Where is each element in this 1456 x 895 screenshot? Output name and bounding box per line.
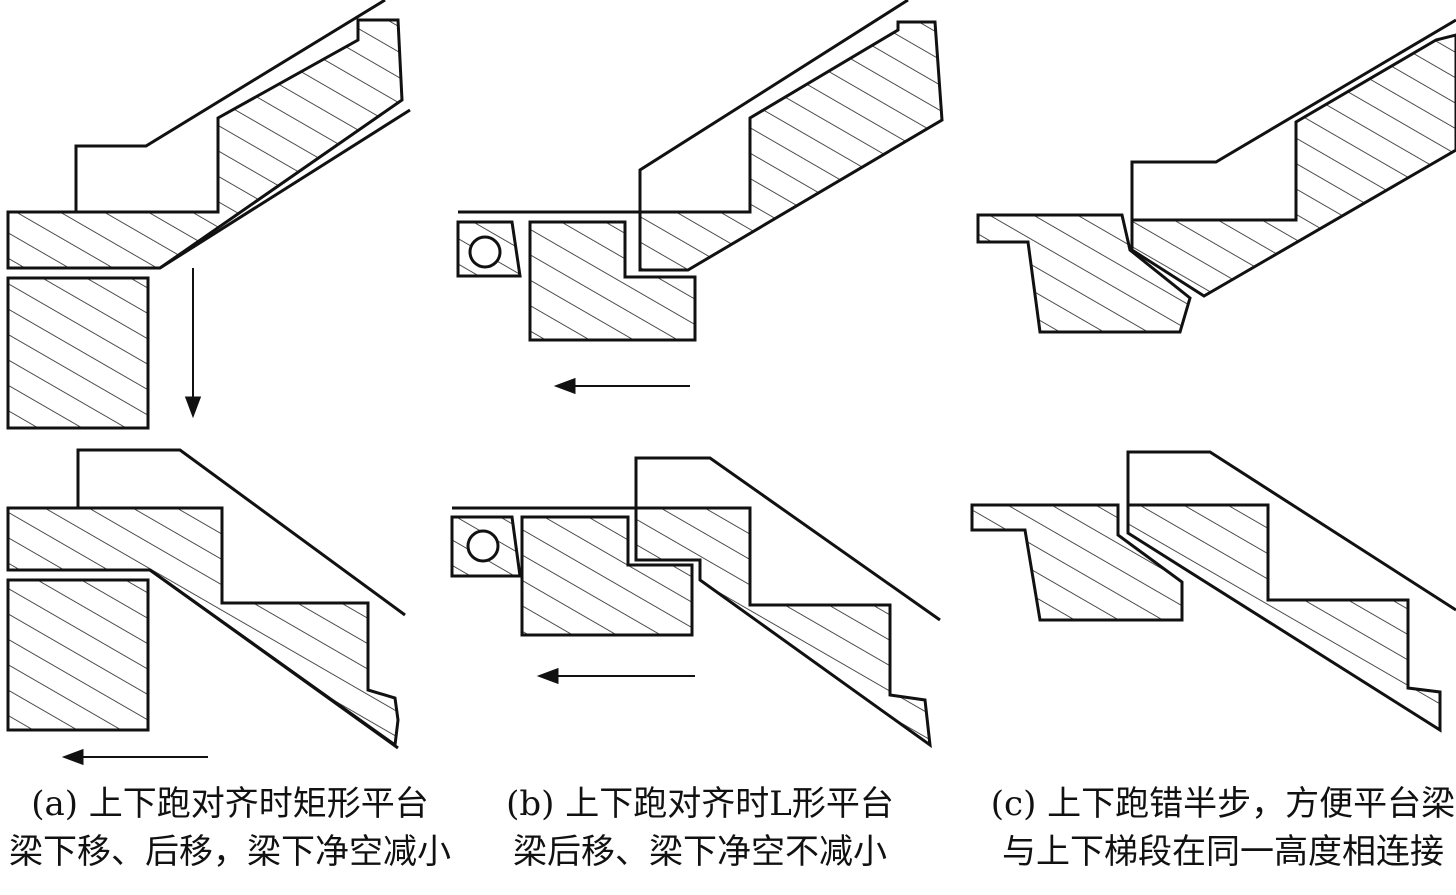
left-arrow-head — [553, 377, 576, 395]
l-shaped-platform-beam — [520, 515, 694, 637]
platform-beam-concrete — [970, 503, 1184, 622]
left-arrow-head — [61, 748, 84, 766]
caption-b-line1: (b) 上下跑对齐时L形平台 — [506, 784, 894, 824]
panel-c-top — [976, 18, 1456, 334]
panel-b-top — [456, 0, 944, 395]
caption-a-line2: 梁下移、后移，梁下净空减小 — [9, 832, 451, 872]
hollow-core-void-icon — [466, 529, 500, 563]
stair-flight-concrete — [638, 20, 944, 272]
platform-beam-concrete — [976, 213, 1192, 334]
panel-c-bottom — [970, 450, 1456, 733]
stair-nosing-line — [74, 0, 386, 212]
stair-nosing-line — [76, 448, 406, 617]
down-arrow-head — [184, 396, 202, 419]
stair-nosing-line — [1130, 18, 1456, 220]
stair-flight-concrete — [634, 506, 932, 749]
panel-a-bottom — [6, 448, 406, 766]
flight-soffit-line — [159, 108, 411, 270]
stair-nosing-line — [1126, 450, 1456, 612]
flight-soffit-line — [149, 568, 399, 750]
landing-slab-concrete — [6, 506, 400, 748]
hollow-core-void-icon — [468, 235, 502, 269]
caption-c-line2: 与上下梯段在同一高度相连接 — [1002, 832, 1444, 872]
landing-slab-concrete — [6, 18, 404, 270]
caption-b: (b) 上下跑对齐时L形平台 梁后移、梁下净空不减小 — [480, 780, 920, 876]
caption-c-line1: (c) 上下跑错半步，方便平台梁 — [990, 784, 1456, 824]
caption-c: (c) 上下跑错半步，方便平台梁 与上下梯段在同一高度相连接 — [990, 780, 1456, 876]
panel-b-bottom — [450, 456, 941, 749]
caption-a-line1: (a) 上下跑对齐时矩形平台 — [31, 784, 429, 824]
stair-flight-concrete — [1130, 33, 1456, 298]
caption-b-line2: 梁后移、梁下净空不减小 — [513, 832, 887, 872]
rectangular-platform-beam — [6, 276, 150, 430]
panel-a-top — [6, 0, 411, 430]
left-arrow-head — [536, 667, 559, 685]
stair-nosing-line — [634, 456, 941, 622]
l-shaped-platform-beam — [528, 220, 697, 342]
rectangular-platform-beam — [6, 578, 150, 732]
caption-a: (a) 上下跑对齐时矩形平台 梁下移、后移，梁下净空减小 — [0, 780, 460, 876]
stair-nosing-line — [638, 0, 909, 212]
stair-flight-concrete — [1126, 503, 1442, 733]
